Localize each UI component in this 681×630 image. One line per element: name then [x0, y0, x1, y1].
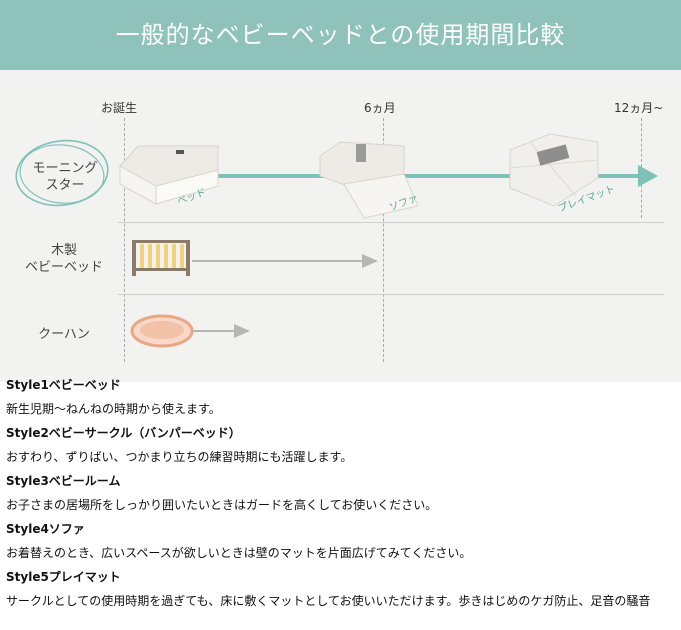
row-label-cooing: クーハン [38, 327, 90, 342]
note-text: サークルとしての使用時期を過ぎても、床に敷くマットとしてお使いいただけます。歩き… [6, 594, 651, 608]
arrow-head-icon [638, 165, 658, 187]
mark-6-months: 6ヵ月 [364, 101, 396, 115]
note-text: おすわり、ずりばい、つかまり立ちの練習時期にも活躍します。 [6, 450, 353, 464]
crib-icon [132, 240, 190, 276]
note-heading: Style2ベビーサークル（バンパーベッド） [6, 426, 241, 440]
row-divider [118, 222, 664, 223]
note-heading: Style4ソファ [6, 522, 85, 536]
guide-6-months [383, 118, 384, 362]
guide-birth [124, 118, 125, 362]
mark-birth: お誕生 [101, 101, 138, 115]
row-divider [118, 294, 664, 295]
morning-star-timeline [119, 133, 658, 219]
comparison-chart [0, 70, 681, 382]
row-label-wooden-bed: 木製 ベビーベッド [24, 243, 103, 275]
wooden-bed-timeline [132, 240, 378, 276]
title-banner [0, 0, 681, 70]
scribble-circle-icon [15, 139, 109, 207]
note-heading: Style3ベビールーム [6, 474, 121, 488]
bed-illustration [119, 145, 219, 205]
mark-12-months: 12ヵ月~ [614, 101, 664, 115]
arrow-head-icon [234, 324, 250, 338]
note-text: お子さまの居場所をしっかり囲いたいときはガードを高くしてお使いください。 [6, 498, 438, 512]
note-heading: Style5プレイマット [6, 570, 121, 584]
sofa-illustration [319, 141, 419, 219]
row-label-morning-star: モーニング スター [32, 161, 98, 193]
note-heading: Style1ベビーベッド [6, 378, 121, 392]
playmat-illustration [509, 133, 599, 207]
basket-icon [130, 314, 194, 348]
arrow-head-icon [362, 254, 378, 268]
note-text: 新生児期～ねんねの時期から使えます。 [6, 402, 221, 416]
page-title: 一般的なベビーベッドとの使用期間比較 [115, 21, 566, 49]
note-text: お着替えのとき、広いスペースが欲しいときは壁のマットを片面広げてみてください。 [6, 546, 472, 560]
cooing-timeline [130, 314, 250, 348]
